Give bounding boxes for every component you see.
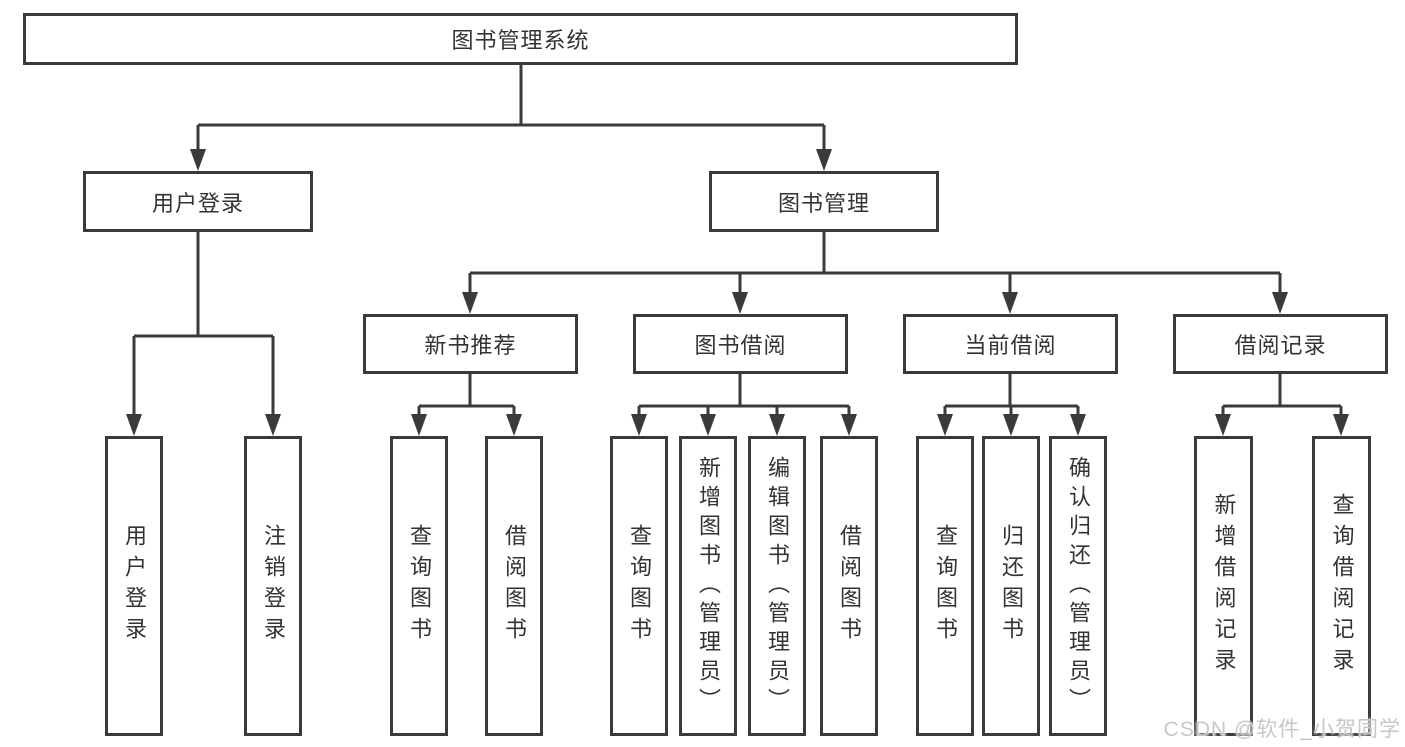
leaf-logout: 注销登录 — [244, 436, 302, 736]
leaf-query-books-current: 查询图书 — [916, 436, 974, 736]
csdn-watermark: CSDN @软件_小贺同学 — [1163, 718, 1401, 741]
node-book-borrow: 图书借阅 — [633, 314, 848, 374]
leaf-return-books: 归还图书 — [982, 436, 1040, 736]
leaf-edit-books-admin: 编辑图书（管理员） — [748, 436, 806, 736]
leaf-confirm-return-admin: 确认归还（管理员） — [1049, 436, 1107, 736]
leaf-query-borrow-record: 查询借阅记录 — [1312, 436, 1371, 736]
node-new-book-recommend: 新书推荐 — [363, 314, 578, 374]
node-borrow-records: 借阅记录 — [1173, 314, 1388, 374]
leaf-query-books-recommend: 查询图书 — [390, 436, 448, 736]
node-current-borrow: 当前借阅 — [903, 314, 1118, 374]
node-book-management: 图书管理 — [709, 171, 939, 232]
leaf-user-login: 用户登录 — [105, 436, 163, 736]
leaf-add-borrow-record: 新增借阅记录 — [1194, 436, 1253, 736]
node-root: 图书管理系统 — [23, 13, 1018, 65]
leaf-borrow-books: 借阅图书 — [820, 436, 878, 736]
leaf-borrow-books-recommend: 借阅图书 — [485, 436, 543, 736]
leaf-query-books-borrow: 查询图书 — [610, 436, 668, 736]
node-user-login: 用户登录 — [83, 171, 313, 232]
leaf-add-books-admin: 新增图书（管理员） — [679, 436, 737, 736]
